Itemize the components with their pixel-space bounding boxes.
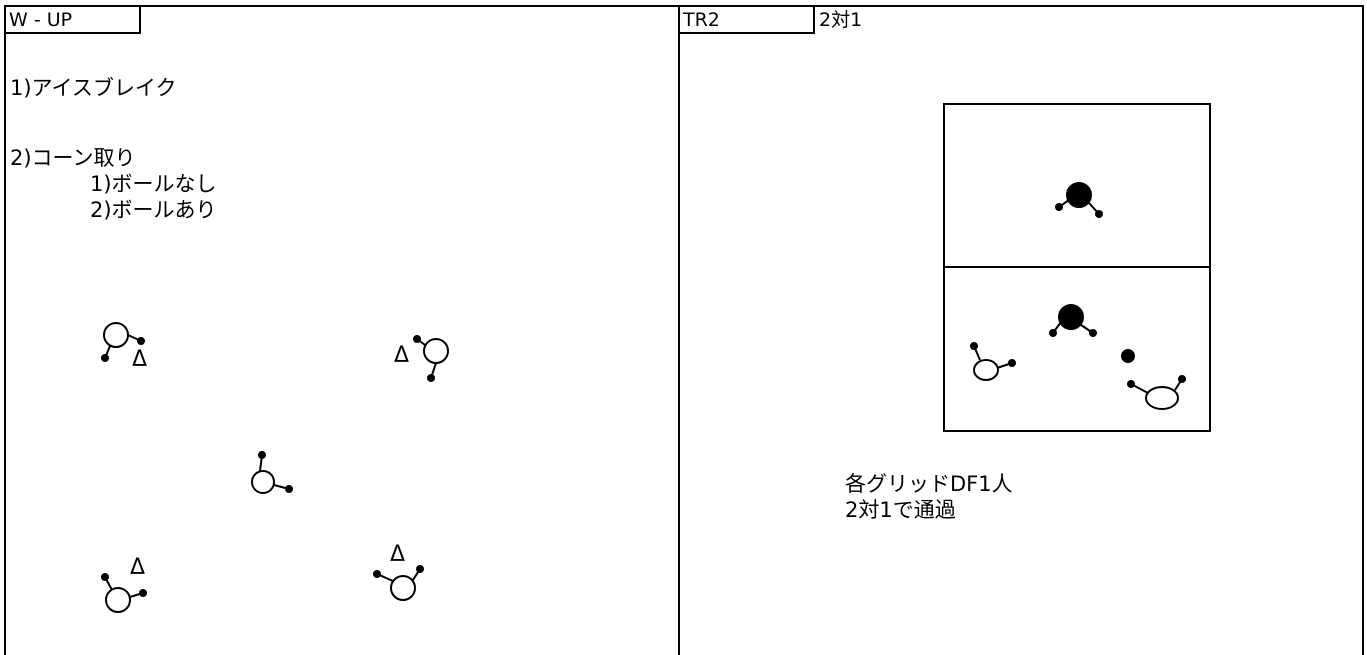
right-panel: TR2 2対1 xyxy=(678,5,1364,655)
note-pass: 2対1で通過 xyxy=(845,498,956,522)
left-panel: W - UP xyxy=(4,5,679,655)
note-grid-df: 各グリッドDF1人 xyxy=(845,472,1013,496)
line-cone-take: 2)コーン取り xyxy=(10,146,136,170)
line-no-ball: 1)ボールなし xyxy=(90,172,217,196)
line-ice-break: 1)アイスブレイク xyxy=(10,76,177,100)
cone-icon: Δ xyxy=(390,542,406,567)
line-with-ball: 2)ボールあり xyxy=(90,198,217,222)
cone-icon: Δ xyxy=(132,347,148,372)
cone-icon: Δ xyxy=(130,555,146,580)
cone-icon: Δ xyxy=(394,343,410,368)
tab-w-up: W - UP xyxy=(6,7,141,34)
tab-tr2: TR2 xyxy=(680,7,815,34)
tab-title: 2対1 xyxy=(819,9,863,31)
